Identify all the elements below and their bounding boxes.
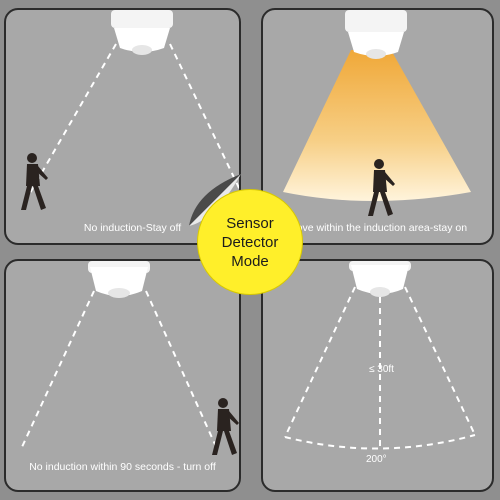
detection-edge-left <box>21 290 95 448</box>
ceiling-light-icon <box>349 261 411 297</box>
coverage-edge-right <box>404 286 476 436</box>
scene-timeout <box>21 261 239 455</box>
panel-timeout: No induction within 90 seconds - turn of… <box>4 259 241 492</box>
panel-move-within: Move within the induction area-stay on <box>261 8 494 245</box>
walking-person-icon <box>21 153 48 210</box>
badge-line-2: Detector <box>221 233 279 251</box>
page-curl-icon <box>189 174 241 226</box>
ceiling-light-icon <box>88 261 150 298</box>
range-label: ≤ 30ft <box>369 364 394 375</box>
coverage-edge-left <box>284 286 356 438</box>
angle-label: 200° <box>366 454 387 465</box>
mode-badge: Sensor Detector Mode <box>198 190 302 294</box>
light-beam <box>283 50 471 201</box>
badge-line-1: Sensor <box>226 214 274 232</box>
detection-edge-right <box>145 290 219 452</box>
caption-no-induction: No induction-Stay off <box>83 222 182 234</box>
walking-person-icon <box>368 159 395 216</box>
detection-edge-right <box>169 43 239 191</box>
scene-no-induction <box>21 10 239 210</box>
ceiling-light-icon <box>345 10 407 59</box>
panel-no-induction: No induction-Stay off <box>4 8 241 245</box>
detection-edge-left <box>25 43 117 201</box>
ceiling-light-icon <box>111 10 173 55</box>
coverage-arc <box>284 434 476 450</box>
caption-timeout: No induction within 90 seconds - turn of… <box>29 461 216 473</box>
caption-move-within: Move within the induction area-stay on <box>287 222 468 234</box>
panel-coverage: ≤ 30ft 200° <box>261 259 494 492</box>
scene-coverage <box>284 261 476 450</box>
scene-move-within <box>283 10 471 216</box>
badge-line-3: Mode <box>231 252 269 270</box>
walking-person-icon <box>212 398 239 455</box>
